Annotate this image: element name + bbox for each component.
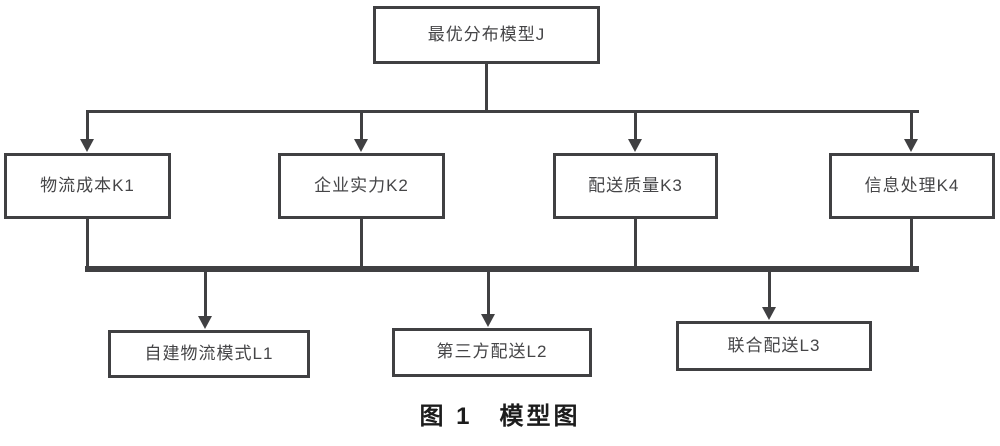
connector-k3-to-bar	[634, 219, 637, 266]
node-k2-label: 企业实力K2	[314, 175, 409, 195]
arrow-down-icon	[354, 139, 368, 152]
node-l1-self-built-logistics: 自建物流模式L1	[108, 330, 310, 378]
connector-drop-l2	[487, 272, 490, 315]
node-k4-information-processing: 信息处理K4	[829, 153, 995, 219]
connector-drop-k1	[86, 112, 89, 140]
node-k3-label: 配送质量K3	[588, 175, 683, 195]
arrow-down-icon	[904, 139, 918, 152]
connector-collector-bar	[85, 266, 919, 272]
connector-drop-l1	[204, 272, 207, 317]
connector-drop-k3	[634, 112, 637, 140]
connector-k2-to-bar	[360, 219, 363, 266]
arrow-down-icon	[198, 316, 212, 329]
node-k1-label: 物流成本K1	[40, 175, 135, 195]
node-k2-enterprise-strength: 企业实力K2	[278, 153, 445, 219]
node-k1-logistics-cost: 物流成本K1	[4, 153, 171, 219]
connector-level2-rail	[86, 110, 919, 113]
connector-k1-to-bar	[86, 219, 89, 266]
arrow-down-icon	[481, 314, 495, 327]
arrow-down-icon	[762, 307, 776, 320]
connector-drop-k4	[910, 112, 913, 140]
node-l3-label: 联合配送L3	[727, 335, 821, 355]
arrow-down-icon	[80, 139, 94, 152]
node-l1-label: 自建物流模式L1	[144, 343, 274, 363]
node-l3-joint-delivery: 联合配送L3	[676, 321, 872, 371]
node-root-model-j: 最优分布模型J	[373, 6, 600, 64]
node-l2-third-party-delivery: 第三方配送L2	[392, 328, 592, 377]
node-l2-label: 第三方配送L2	[436, 342, 548, 362]
connector-drop-l3	[768, 272, 771, 308]
arrow-down-icon	[628, 139, 642, 152]
figure-caption: 图 1 模型图	[419, 403, 581, 430]
connector-drop-k2	[360, 112, 363, 140]
node-k3-delivery-quality: 配送质量K3	[553, 153, 718, 219]
connector-root-stem	[485, 64, 488, 112]
node-k4-label: 信息处理K4	[864, 175, 960, 195]
node-root-label: 最优分布模型J	[427, 24, 546, 44]
connector-k4-to-bar	[910, 219, 913, 266]
